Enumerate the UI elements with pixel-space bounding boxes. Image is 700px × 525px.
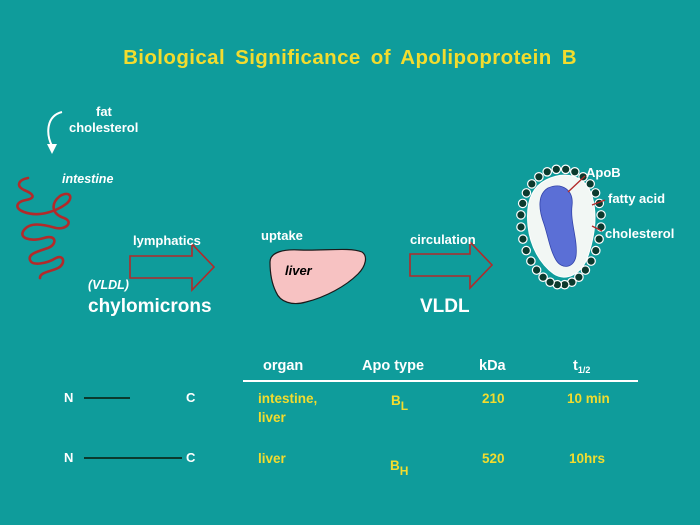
particle-dot [526, 179, 537, 189]
particle-dot [594, 234, 604, 244]
label-cholesterol-input: cholesterol [69, 120, 139, 135]
label-vldl-paren: (VLDL) [88, 278, 129, 292]
row1-kda: 210 [482, 391, 505, 406]
apob-core [539, 185, 577, 267]
row2-n-terminus: N [64, 450, 74, 465]
particle-dot [560, 164, 571, 175]
row1-n-terminus: N [64, 390, 74, 405]
row2-apo-sub: H [399, 464, 409, 478]
input-arrowhead [47, 144, 57, 154]
particle-dot [585, 179, 595, 189]
label-vldl: VLDL [420, 296, 470, 317]
liver-shape-icon [269, 248, 367, 305]
particle-dot [534, 172, 544, 182]
fatty-acid-pointer [591, 199, 606, 206]
label-apob: ApoB [586, 165, 621, 180]
particle-dot [545, 277, 555, 287]
particle-dot [516, 222, 526, 232]
header-kda: kDa [479, 358, 506, 374]
row2-kda: 520 [482, 451, 505, 466]
input-curve-arrow [47, 111, 63, 147]
row2-apo-main: B [390, 458, 400, 473]
label-fat: fat [96, 104, 112, 119]
row1-organ-line2: liver [258, 410, 286, 425]
particle-dot [551, 164, 562, 175]
row1-t-half: 10 min [567, 391, 610, 406]
row1-apo-main: B [391, 393, 401, 408]
particle-dot [569, 167, 580, 177]
label-circulation: circulation [410, 232, 476, 247]
label-intestine: intestine [62, 172, 114, 186]
particle-dot [531, 265, 542, 275]
label-liver: liver [285, 263, 312, 278]
row1-apo-type: BL [391, 391, 408, 416]
row1-apo-sub: L [400, 399, 409, 413]
particle-dot [586, 256, 596, 266]
label-cholesterol-particle: cholesterol [605, 226, 675, 241]
apob-pointer [567, 175, 586, 193]
row2-t-half: 10hrs [569, 451, 606, 466]
particle-dot [517, 198, 528, 209]
label-lymphatics: lymphatics [133, 233, 201, 248]
row1-c-terminus: C [186, 390, 196, 405]
header-apo-type: Apo type [362, 358, 425, 374]
particle-dot [521, 188, 532, 198]
slide-title: Biological Significance of Apolipoprotei… [123, 46, 577, 69]
row1-organ: intestine, liver [258, 389, 317, 427]
particle-dot [596, 210, 606, 220]
particle-dot [521, 245, 531, 256]
circulation-arrow [409, 240, 494, 290]
label-chylomicrons: chylomicrons [88, 296, 212, 317]
particle-dot [542, 167, 552, 177]
row1-organ-line1: intestine, [258, 391, 318, 406]
lipoprotein-particle [516, 164, 606, 290]
lymphatics-arrow [129, 242, 216, 292]
particle-dot [516, 210, 526, 220]
label-fatty-acid: fatty acid [608, 191, 666, 206]
row2-c-terminus: C [186, 450, 196, 465]
row2-organ: liver [258, 451, 286, 466]
header-t-half: t1/2 [573, 358, 590, 375]
label-uptake: uptake [261, 228, 303, 243]
particle-dot [590, 188, 601, 198]
cholesterol-pointer [591, 225, 603, 232]
header-t-half-main: t [573, 358, 578, 374]
header-organ: organ [263, 358, 304, 374]
particle-dot [518, 234, 528, 244]
particle-dot [526, 256, 536, 266]
particle-dot [538, 272, 548, 282]
particle-dot [580, 265, 591, 275]
row2-apo-type: BH [390, 456, 408, 481]
particle-dot [574, 272, 584, 282]
intestine-squiggle-icon [16, 176, 72, 280]
header-t-half-sub: 1/2 [577, 365, 591, 375]
particle-dot [590, 245, 601, 256]
